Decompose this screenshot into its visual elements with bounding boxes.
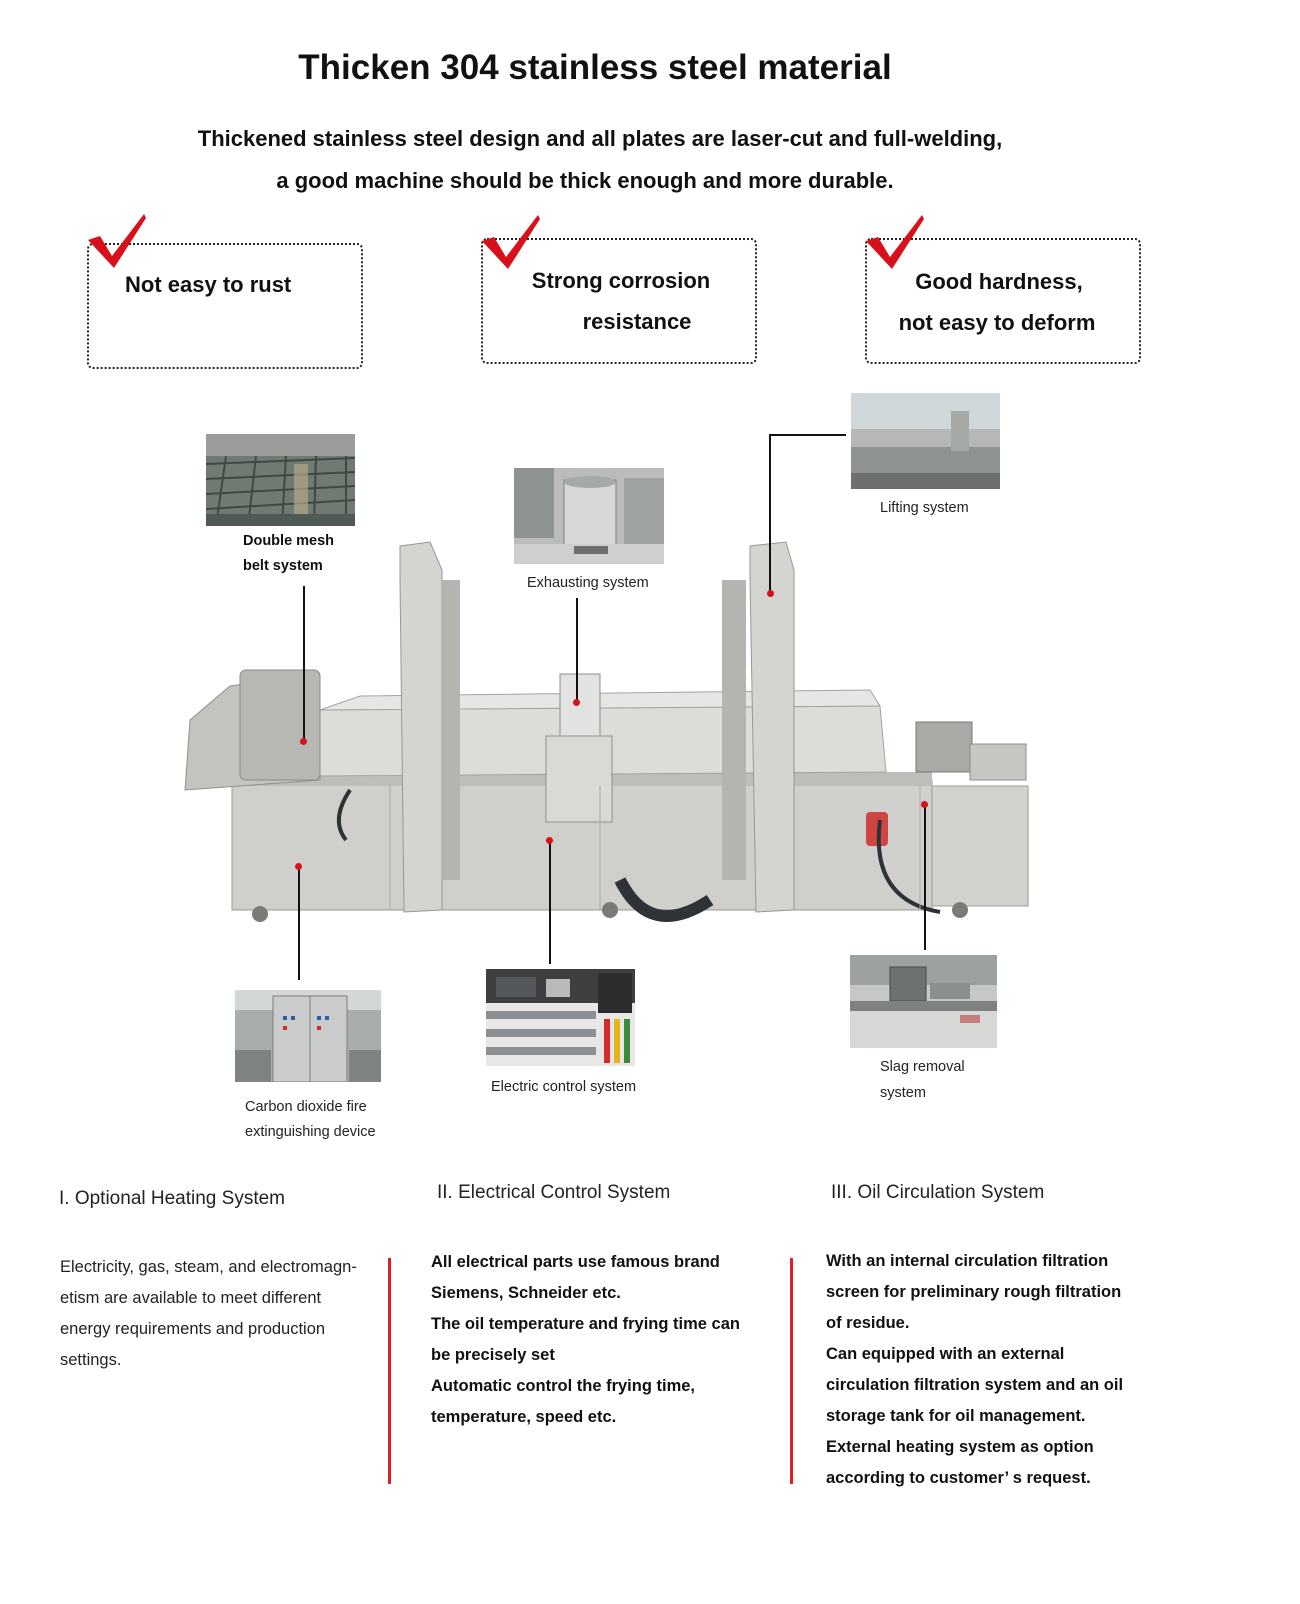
- text-line: energy requirements and production: [60, 1320, 326, 1338]
- slag-removal-photo: [850, 955, 997, 1048]
- divider-line: [388, 1258, 391, 1484]
- feature-label: Strong corrosion: [531, 268, 711, 293]
- lifting-caption: Lifting system: [880, 500, 969, 516]
- exhaust-caption: Exhausting system: [527, 575, 649, 591]
- subtitle-line-1: Thickened stainless steel design and all…: [197, 126, 1003, 151]
- slag-removal-caption-1: Slag removal: [880, 1059, 965, 1075]
- text-line: settings.: [60, 1351, 122, 1369]
- section-heading-oil: III. Oil Circulation System: [831, 1182, 1045, 1203]
- text-line: according to customer’ s request.: [826, 1469, 1091, 1487]
- feature-label: Good hardness,: [915, 269, 1083, 294]
- callout-line-mesh: [303, 586, 305, 740]
- fire-device-caption-1: Carbon dioxide fire: [245, 1099, 367, 1115]
- divider-line: [790, 1258, 793, 1484]
- text-line: circulation filtration system and an oil: [826, 1376, 1124, 1394]
- electric-control-caption: Electric control system: [491, 1079, 637, 1095]
- text-line: External heating system as option: [826, 1438, 1094, 1456]
- subtitle-line-2: a good machine should be thick enough an…: [276, 168, 894, 193]
- electric-control-photo: [486, 969, 635, 1066]
- fire-device-caption-2: extinguishing device: [245, 1124, 376, 1140]
- feature-box-rust: Not easy to rust: [87, 243, 363, 369]
- feature-label: not easy to deform: [898, 310, 1096, 335]
- callout-dot-electric: [546, 837, 553, 844]
- text-line: be precisely set: [431, 1346, 555, 1364]
- check-mark-icon: [88, 214, 146, 268]
- section-heading-electrical: II. Electrical Control System: [437, 1182, 671, 1203]
- section-text-electrical: All electrical parts use famous brand Si…: [431, 1247, 740, 1433]
- text-line: temperature, speed etc.: [431, 1408, 617, 1426]
- section-heading-heating: I. Optional Heating System: [59, 1188, 285, 1209]
- exhaust-photo: [514, 468, 664, 564]
- text-line: Can equipped with an external: [826, 1345, 1065, 1363]
- fire-device-photo: [235, 990, 381, 1082]
- slag-removal-caption-2: system: [880, 1085, 926, 1101]
- feature-box-corrosion: Strong corrosion resistance: [481, 238, 757, 364]
- text-line: storage tank for oil management.: [826, 1407, 1086, 1425]
- feature-label: resistance: [582, 309, 692, 334]
- text-line: of residue.: [826, 1314, 910, 1332]
- text-line: Siemens, Schneider etc.: [431, 1284, 621, 1302]
- callout-line-lifting-h: [769, 434, 846, 436]
- check-mark-icon: [482, 215, 540, 269]
- text-line: etism are available to meet different: [60, 1289, 322, 1307]
- text-line: Electricity, gas, steam, and electromagn…: [60, 1258, 357, 1276]
- check-mark-icon: [866, 215, 924, 269]
- callout-dot-fire: [295, 863, 302, 870]
- callout-dot-slag: [921, 801, 928, 808]
- mesh-belt-photo: [206, 434, 355, 526]
- text-line: All electrical parts use famous brand: [431, 1253, 720, 1271]
- mesh-belt-caption-2: belt system: [243, 558, 323, 574]
- section-text-oil: With an internal circulation filtration …: [826, 1246, 1123, 1494]
- page-title: Thicken 304 stainless steel material: [298, 48, 892, 87]
- callout-line-slag: [924, 804, 926, 950]
- callout-dot-lifting: [767, 590, 774, 597]
- text-line: screen for preliminary rough filtration: [826, 1283, 1122, 1301]
- fryer-machine-illustration: [184, 541, 1029, 922]
- callout-line-fire: [298, 866, 300, 980]
- feature-box-hardness: Good hardness, not easy to deform: [865, 238, 1141, 364]
- callout-dot-exhaust: [573, 699, 580, 706]
- text-line: With an internal circulation filtration: [826, 1252, 1109, 1270]
- text-line: Automatic control the frying time,: [431, 1377, 696, 1395]
- callout-line-exhaust: [576, 598, 578, 702]
- callout-line-lifting-v: [769, 434, 771, 592]
- callout-dot-mesh: [300, 738, 307, 745]
- callout-line-electric: [549, 840, 551, 964]
- lifting-photo: [851, 393, 1000, 489]
- text-line: The oil temperature and frying time can: [431, 1315, 740, 1333]
- feature-label: Not easy to rust: [125, 272, 292, 297]
- mesh-belt-caption-1: Double mesh: [243, 533, 335, 549]
- section-text-heating: Electricity, gas, steam, and electromagn…: [60, 1252, 357, 1376]
